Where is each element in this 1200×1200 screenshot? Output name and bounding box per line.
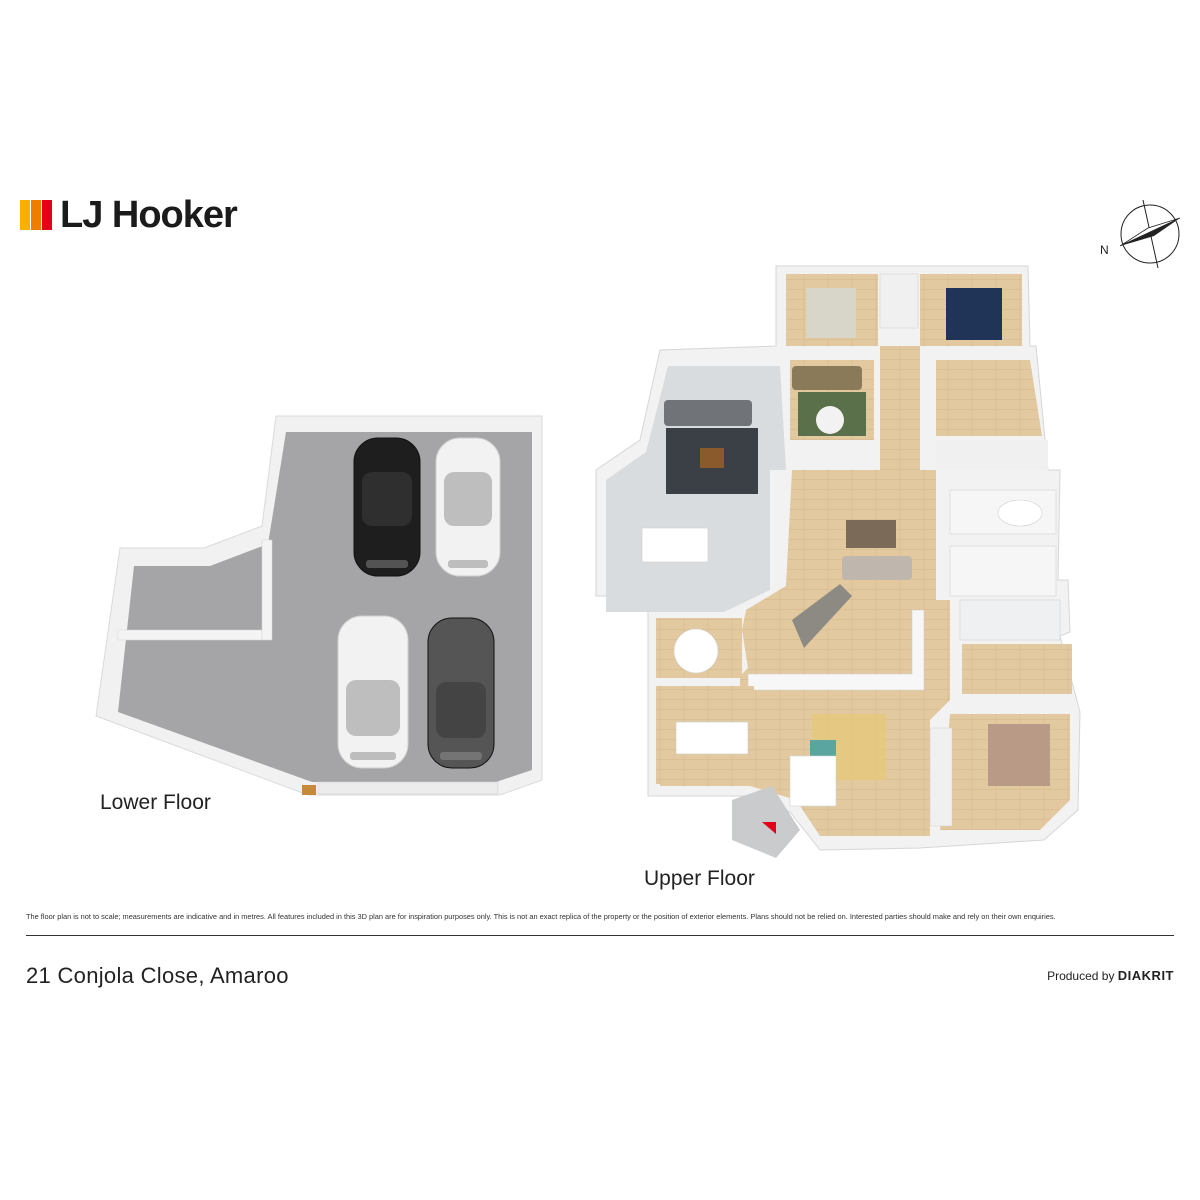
- car: [435, 437, 501, 577]
- disclaimer-text: The floor plan is not to scale; measurem…: [26, 912, 1056, 921]
- footer-divider: [26, 935, 1174, 936]
- compass-north-label: N: [1100, 243, 1109, 257]
- credit-brand: DIAKRIT: [1117, 968, 1174, 983]
- brand-name: LJ Hooker: [60, 194, 238, 236]
- property-address: 21 Conjola Close, Amaroo: [26, 963, 289, 988]
- lower-floor-plan: [95, 415, 543, 796]
- produced-by-credit: Produced by DIAKRIT: [1047, 968, 1174, 983]
- car: [353, 437, 421, 577]
- upper-floor-plan: [595, 265, 1081, 858]
- north-arrow-icon: N: [1098, 196, 1188, 272]
- entry-marker-icon: [762, 822, 776, 834]
- car: [427, 617, 495, 769]
- logo-mark-icon: [20, 200, 52, 230]
- credit-prefix: Produced by: [1047, 969, 1118, 983]
- car: [337, 615, 409, 769]
- lower-floor-label: Lower Floor: [100, 791, 211, 814]
- upper-floor-label: Upper Floor: [644, 867, 755, 890]
